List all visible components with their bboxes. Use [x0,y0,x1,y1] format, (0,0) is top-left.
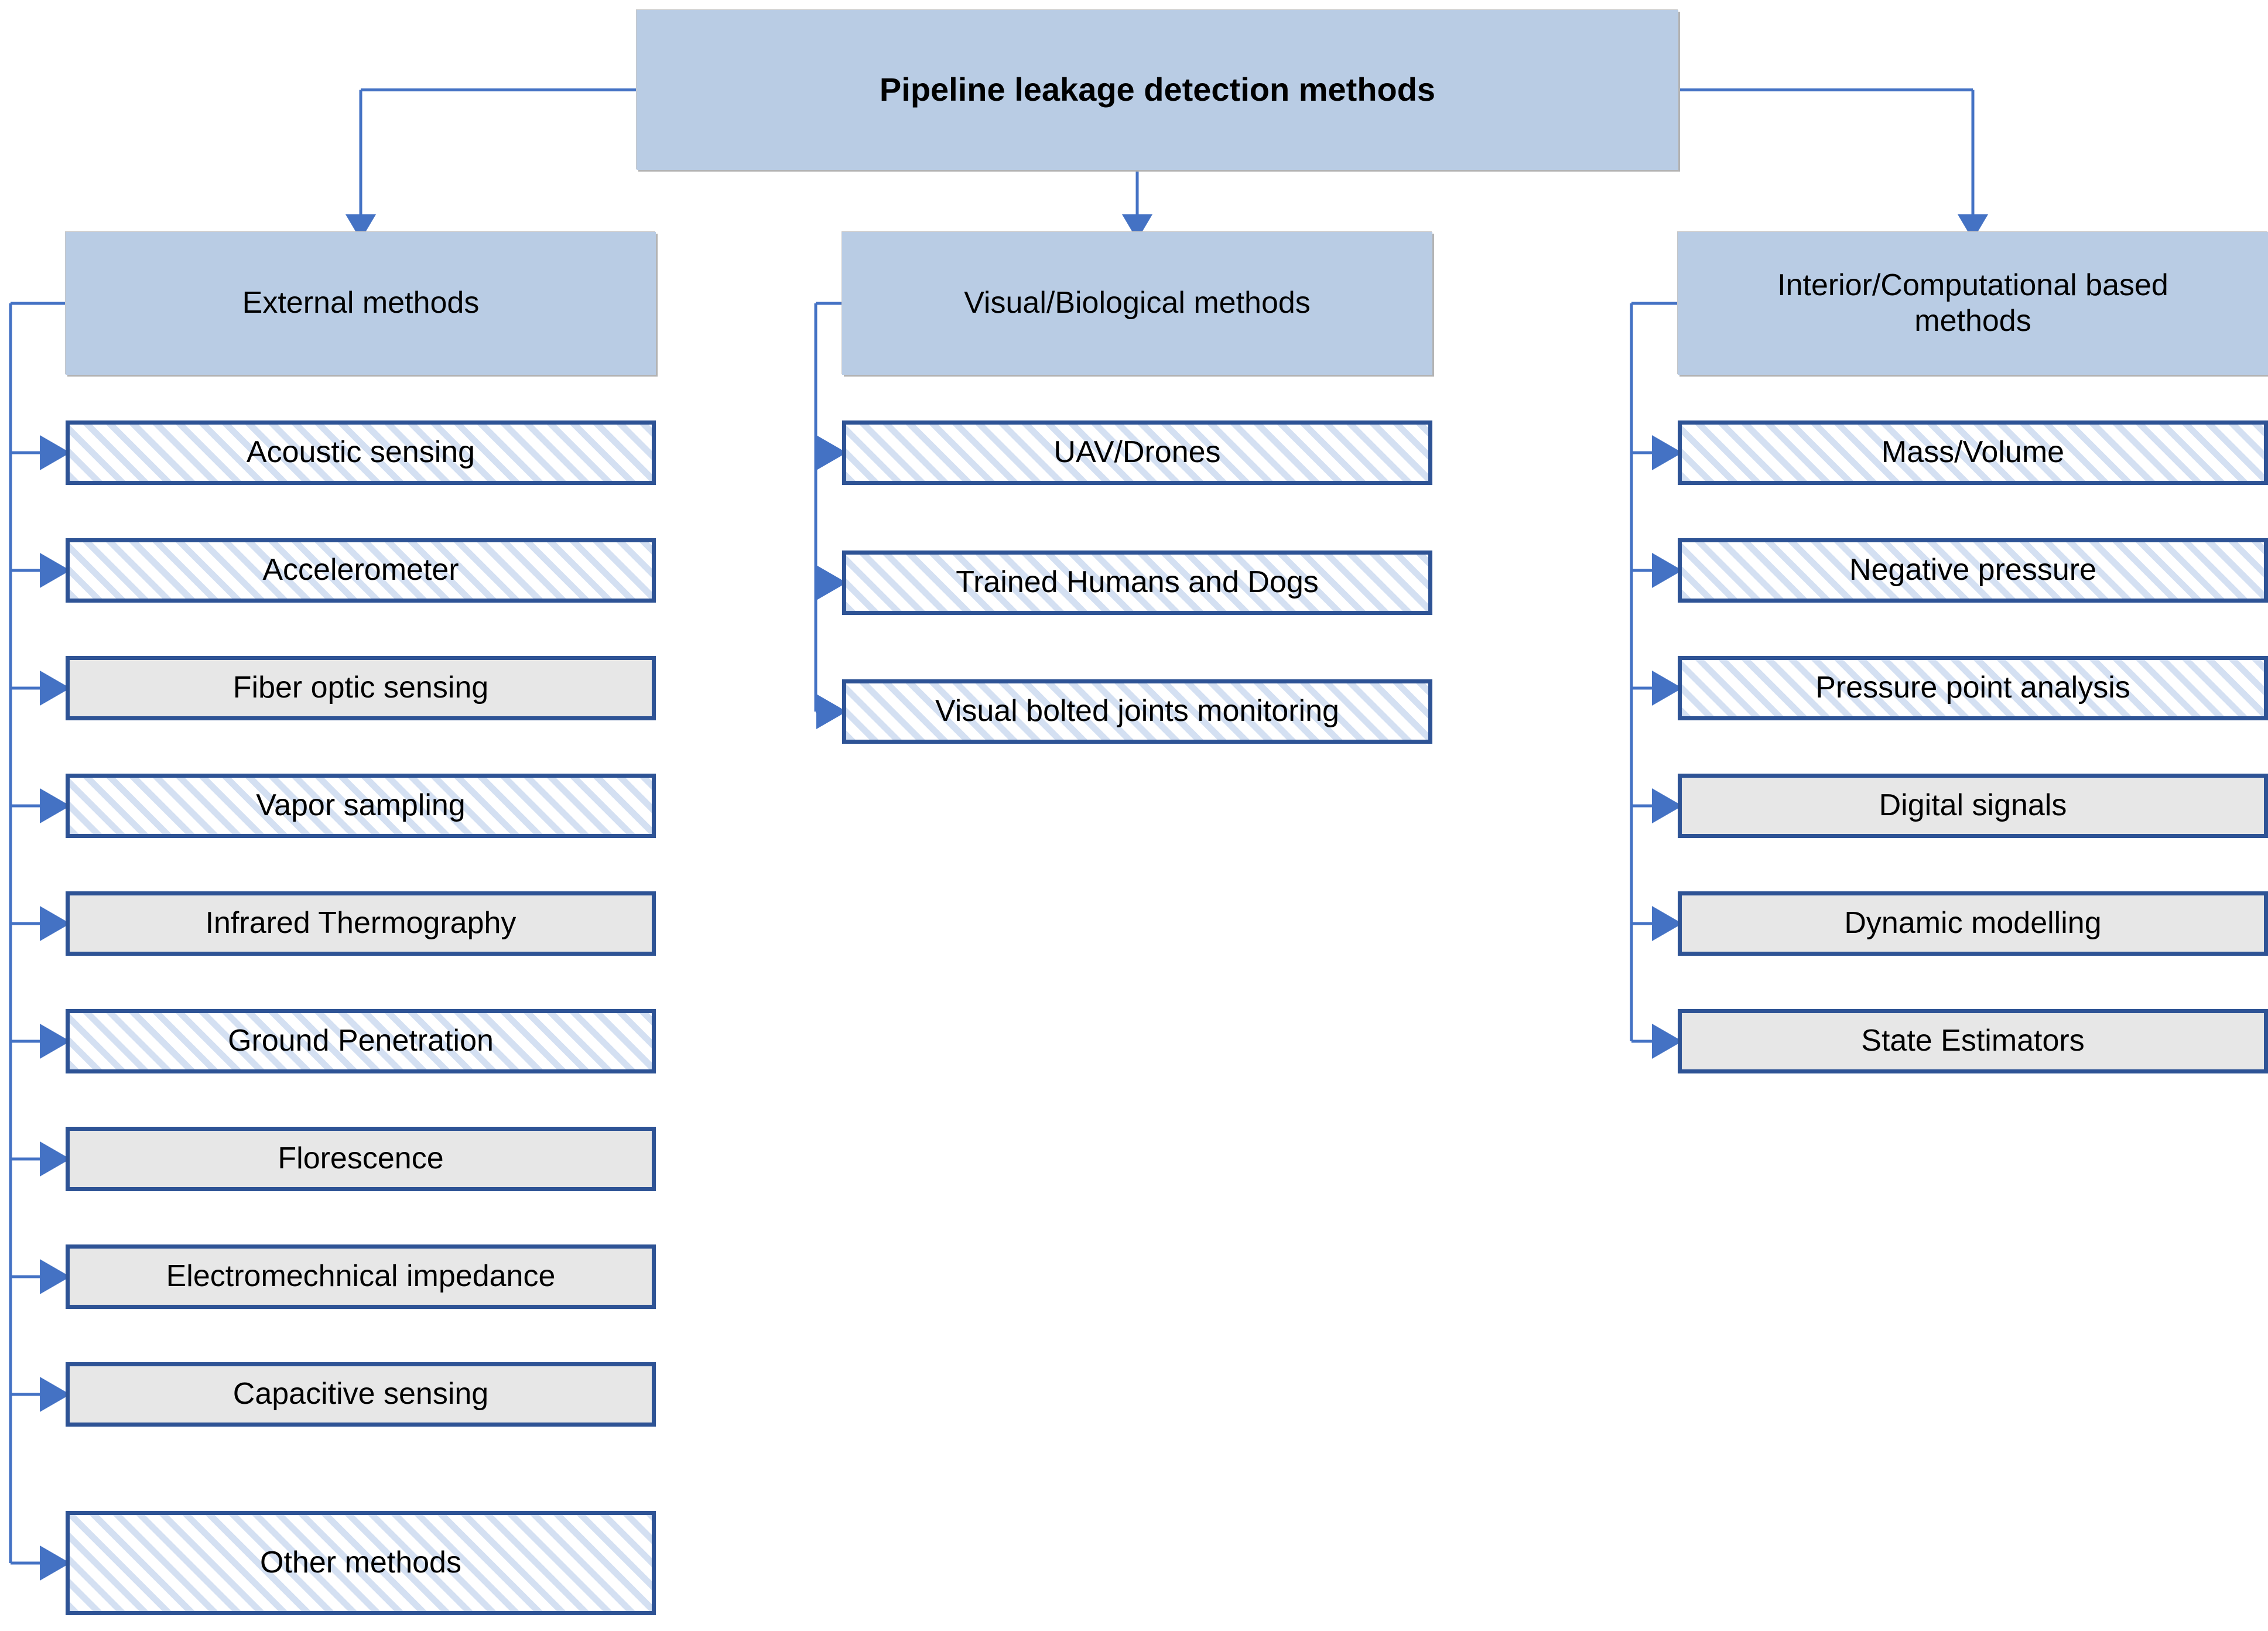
leaf-node-external-2-label: Fiber optic sensing [232,671,489,705]
leaf-node-external-9[interactable]: Other methods [66,1511,656,1615]
leaf-node-external-9-label: Other methods [260,1545,461,1580]
leaf-node-visual-biological-0[interactable]: UAV/Drones [842,420,1432,485]
root-node-label: Pipeline leakage detection methods [879,71,1436,108]
leaf-node-interior-computational-5-label: State Estimators [1861,1024,2085,1058]
leaf-node-external-6[interactable]: Florescence [66,1127,656,1191]
leaf-node-external-3-label: Vapor sampling [256,788,466,823]
leaf-node-interior-computational-2[interactable]: Pressure point analysis [1678,656,2268,720]
leaf-node-external-7-label: Electromechnical impedance [166,1259,556,1294]
leaf-node-external-0[interactable]: Acoustic sensing [66,420,656,485]
leaf-node-interior-computational-1[interactable]: Negative pressure [1678,538,2268,603]
branch-header-visual-biological-label: Visual/Biological methods [964,286,1311,320]
leaf-node-external-5[interactable]: Ground Penetration [66,1009,656,1073]
leaf-node-interior-computational-0[interactable]: Mass/Volume [1678,420,2268,485]
root-node[interactable]: Pipeline leakage detection methods [637,10,1678,170]
leaf-node-visual-biological-1[interactable]: Trained Humans and Dogs [842,550,1432,615]
leaf-node-external-6-label: Florescence [278,1141,444,1176]
leaf-node-external-1-label: Accelerometer [262,553,459,587]
leaf-node-interior-computational-3[interactable]: Digital signals [1678,774,2268,838]
leaf-node-external-1[interactable]: Accelerometer [66,538,656,603]
leaf-node-visual-biological-0-label: UAV/Drones [1053,435,1221,470]
leaf-node-interior-computational-4[interactable]: Dynamic modelling [1678,891,2268,956]
leaf-node-interior-computational-1-label: Negative pressure [1849,553,2096,587]
leaf-node-visual-biological-2[interactable]: Visual bolted joints monitoring [842,679,1432,744]
leaf-node-interior-computational-3-label: Digital signals [1879,788,2067,823]
leaf-node-external-2[interactable]: Fiber optic sensing [66,656,656,720]
leaf-node-external-0-label: Acoustic sensing [246,435,476,470]
leaf-node-visual-biological-1-label: Trained Humans and Dogs [956,565,1319,600]
leaf-node-interior-computational-0-label: Mass/Volume [1881,435,2065,470]
leaf-node-external-8[interactable]: Capacitive sensing [66,1362,656,1427]
branch-header-visual-biological[interactable]: Visual/Biological methods [842,232,1432,375]
leaf-node-external-3[interactable]: Vapor sampling [66,774,656,838]
leaf-node-interior-computational-5[interactable]: State Estimators [1678,1009,2268,1073]
leaf-node-external-4[interactable]: Infrared Thermography [66,891,656,956]
leaf-node-external-8-label: Capacitive sensing [232,1377,489,1411]
branch-header-external-label: External methods [242,286,480,320]
leaf-node-external-5-label: Ground Penetration [228,1024,494,1058]
leaf-node-external-4-label: Infrared Thermography [205,906,516,941]
branch-header-interior-computational-label: Interior/Computational based methods [1777,268,2168,338]
branch-header-external[interactable]: External methods [66,232,656,375]
branch-header-interior-computational[interactable]: Interior/Computational based methods [1678,232,2268,375]
leaf-node-interior-computational-4-label: Dynamic modelling [1844,906,2102,941]
leaf-node-visual-biological-2-label: Visual bolted joints monitoring [935,694,1339,729]
leaf-node-external-7[interactable]: Electromechnical impedance [66,1244,656,1309]
leaf-node-interior-computational-2-label: Pressure point analysis [1815,671,2130,705]
